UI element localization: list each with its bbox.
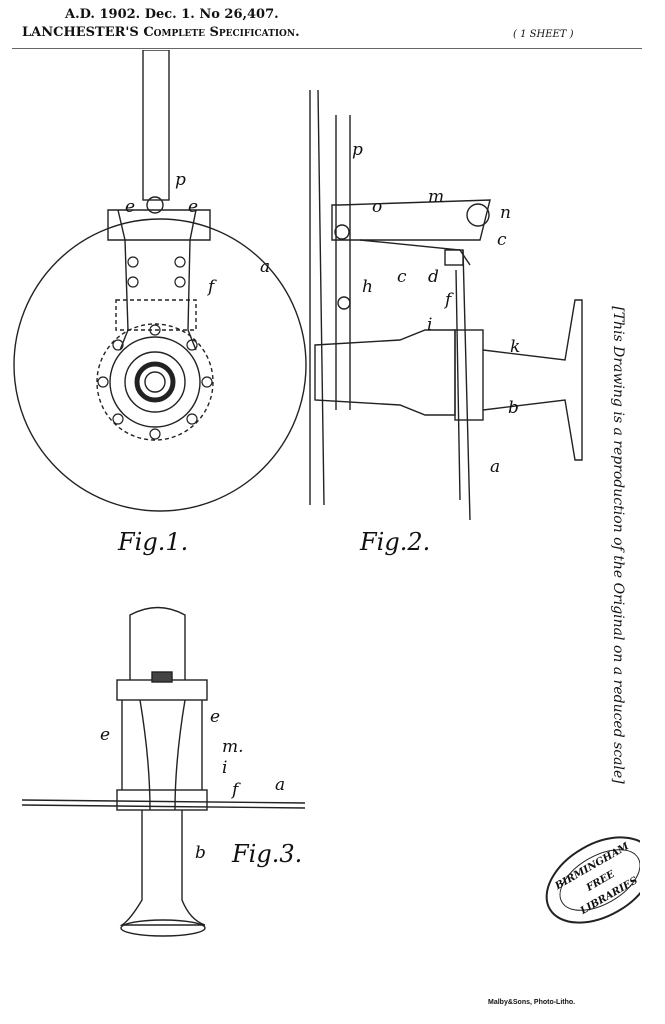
label: k [510, 337, 520, 357]
label: e [100, 725, 110, 745]
patent-header-title: LANCHESTER'S Complete Specification. [22, 25, 300, 40]
label: o [372, 197, 382, 217]
label: a [490, 457, 500, 477]
label: i [222, 758, 227, 778]
label: b [195, 843, 206, 863]
label: a [275, 775, 285, 795]
label: f [206, 277, 217, 297]
label: m. [222, 737, 244, 757]
label: b [508, 398, 519, 418]
figure-1-drawing [13, 50, 307, 512]
label: n [500, 203, 511, 223]
patent-header-date-number: A.D. 1902. Dec. 1. No 26,407. [65, 7, 279, 22]
label: h [362, 277, 373, 297]
label: e [210, 707, 220, 727]
label: c [497, 230, 507, 250]
label: p [352, 140, 363, 160]
figure-2-drawing [309, 89, 583, 521]
figure-2-caption: Fig.2. [360, 528, 431, 556]
sheet-count: ( 1 SHEET ) [513, 29, 574, 40]
header-rule [12, 48, 642, 49]
label: f [230, 780, 241, 800]
label: m [428, 187, 444, 207]
drawing-sheet [13, 50, 640, 937]
label: i [427, 315, 432, 335]
label: e [188, 197, 198, 217]
label: a [260, 257, 270, 277]
library-stamp [545, 836, 640, 924]
label: f [443, 290, 454, 310]
label: c [397, 267, 407, 287]
figure-3-caption: Fig.3. [232, 840, 303, 868]
printer-credit: Malby&Sons, Photo-Litho. [488, 999, 576, 1006]
figure-1-caption: Fig.1. [118, 528, 189, 556]
label: d [428, 267, 439, 287]
label: p [175, 170, 186, 190]
figure-3-drawing [21, 606, 306, 937]
label: e [125, 197, 135, 217]
reproduction-note: [This Drawing is a reproduction of the O… [610, 306, 626, 784]
